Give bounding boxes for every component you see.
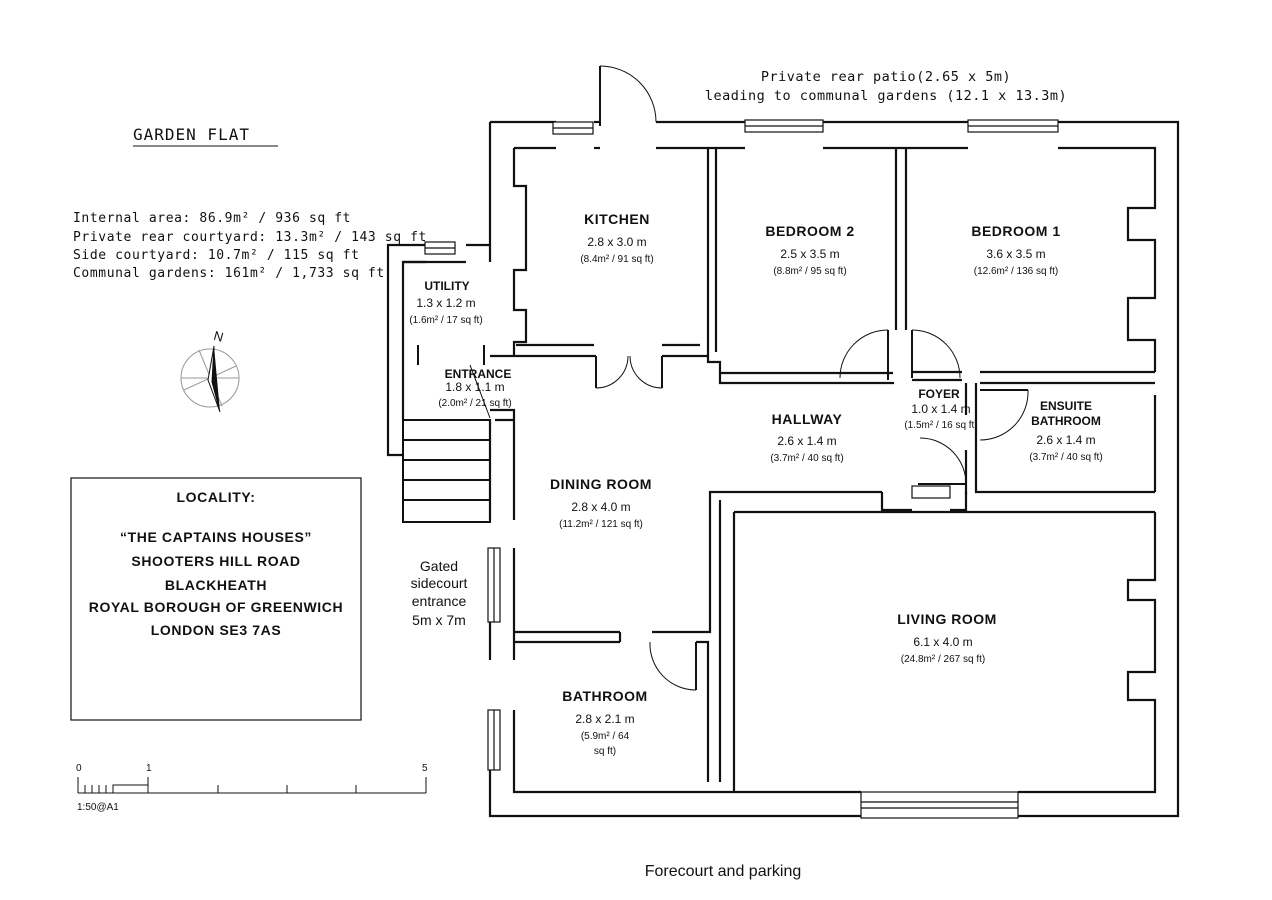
bathroom-area-2: sq ft) bbox=[594, 746, 616, 757]
locality-box bbox=[70, 477, 362, 721]
scale-tick-5: 5 bbox=[422, 763, 428, 774]
bathroom-dim: 2.8 x 2.1 m bbox=[575, 712, 634, 726]
locality-line-2: SHOOTERS HILL ROAD bbox=[131, 553, 300, 569]
locality-line-1: “THE CAPTAINS HOUSES” bbox=[120, 529, 312, 545]
entrance-area: (2.0m² / 21 sq ft) bbox=[438, 398, 511, 409]
locality-line-4: ROYAL BOROUGH OF GREENWICH bbox=[89, 599, 343, 615]
living-area: (24.8m² / 267 sq ft) bbox=[901, 654, 985, 665]
patio-note-line-2: leading to communal gardens (12.1 x 13.3… bbox=[705, 88, 1067, 104]
compass-icon bbox=[180, 345, 240, 413]
hallway-dim: 2.6 x 1.4 m bbox=[777, 434, 836, 448]
bedroom2-name: BEDROOM 2 bbox=[765, 223, 854, 239]
ensuite-name-2: BATHROOM bbox=[1031, 414, 1101, 428]
locality-line-5: LONDON SE3 7AS bbox=[151, 622, 282, 638]
ensuite-dim: 2.6 x 1.4 m bbox=[1036, 433, 1095, 447]
scale-bar bbox=[77, 777, 427, 794]
outer-walls bbox=[386, 120, 1180, 818]
locality-heading: LOCALITY: bbox=[176, 489, 255, 505]
foyer-dim: 1.0 x 1.4 m bbox=[911, 402, 970, 416]
utility-dim: 1.3 x 1.2 m bbox=[416, 296, 475, 310]
bedroom1-name: BEDROOM 1 bbox=[971, 223, 1060, 239]
living-dim: 6.1 x 4.0 m bbox=[913, 635, 972, 649]
entrance-stairs bbox=[402, 419, 491, 523]
sidecourt-line-1: Gated bbox=[420, 558, 458, 574]
bedroom1-area: (12.6m² / 136 sq ft) bbox=[974, 266, 1058, 277]
sidecourt-line-2: sidecourt bbox=[411, 575, 468, 591]
area-internal: Internal area: 86.9m² / 936 sq ft bbox=[73, 211, 351, 226]
window-living bbox=[860, 791, 1019, 819]
utility-area: (1.6m² / 17 sq ft) bbox=[409, 315, 482, 326]
ensuite-name-1: ENSUITE bbox=[1040, 399, 1092, 413]
windows bbox=[424, 119, 1059, 819]
scale-tick-1: 1 bbox=[146, 763, 152, 774]
entrance-name: ENTRANCE bbox=[445, 367, 512, 381]
window-foyer bbox=[911, 485, 951, 499]
interior-walls bbox=[490, 148, 1155, 792]
foyer-area: (1.5m² / 16 sq ft) bbox=[904, 420, 977, 431]
foyer-name: FOYER bbox=[918, 387, 960, 401]
compass-north-label: N bbox=[212, 328, 225, 345]
area-rear-courtyard: Private rear courtyard: 13.3m² / 143 sq … bbox=[73, 230, 427, 245]
area-side-courtyard: Side courtyard: 10.7m² / 115 sq ft bbox=[73, 248, 360, 263]
bedroom1-dim: 3.6 x 3.5 m bbox=[986, 247, 1045, 261]
bathroom-name: BATHROOM bbox=[562, 688, 647, 704]
kitchen-area: (8.4m² / 91 sq ft) bbox=[580, 254, 653, 265]
sidecourt-line-4: 5m x 7m bbox=[412, 612, 466, 628]
area-communal: Communal gardens: 161m² / 1,733 sq ft bbox=[73, 266, 385, 281]
locality-line-3: BLACKHEATH bbox=[165, 577, 267, 593]
kitchen-name: KITCHEN bbox=[584, 211, 650, 227]
plan-title: GARDEN FLAT bbox=[133, 125, 250, 144]
scale-label: 1:50@A1 bbox=[77, 802, 119, 813]
bathroom-area-1: (5.9m² / 64 bbox=[581, 731, 630, 742]
bedroom2-dim: 2.5 x 3.5 m bbox=[780, 247, 839, 261]
dining-dim: 2.8 x 4.0 m bbox=[571, 500, 630, 514]
doors bbox=[417, 65, 1029, 691]
dining-area: (11.2m² / 121 sq ft) bbox=[559, 519, 643, 530]
living-name: LIVING ROOM bbox=[897, 611, 997, 627]
forecourt-label: Forecourt and parking bbox=[645, 863, 802, 880]
bedroom2-area: (8.8m² / 95 sq ft) bbox=[773, 266, 846, 277]
entrance-dim: 1.8 x 1.1 m bbox=[445, 380, 504, 394]
patio-note-line-1: Private rear patio(2.65 x 5m) bbox=[761, 69, 1011, 85]
sidecourt-line-3: entrance bbox=[412, 593, 467, 609]
dining-name: DINING ROOM bbox=[550, 476, 652, 492]
scale-tick-0: 0 bbox=[76, 763, 82, 774]
utility-name: UTILITY bbox=[424, 279, 469, 293]
kitchen-dim: 2.8 x 3.0 m bbox=[587, 235, 646, 249]
ensuite-area: (3.7m² / 40 sq ft) bbox=[1029, 452, 1102, 463]
hallway-area: (3.7m² / 40 sq ft) bbox=[770, 453, 843, 464]
hallway-name: HALLWAY bbox=[772, 411, 843, 427]
